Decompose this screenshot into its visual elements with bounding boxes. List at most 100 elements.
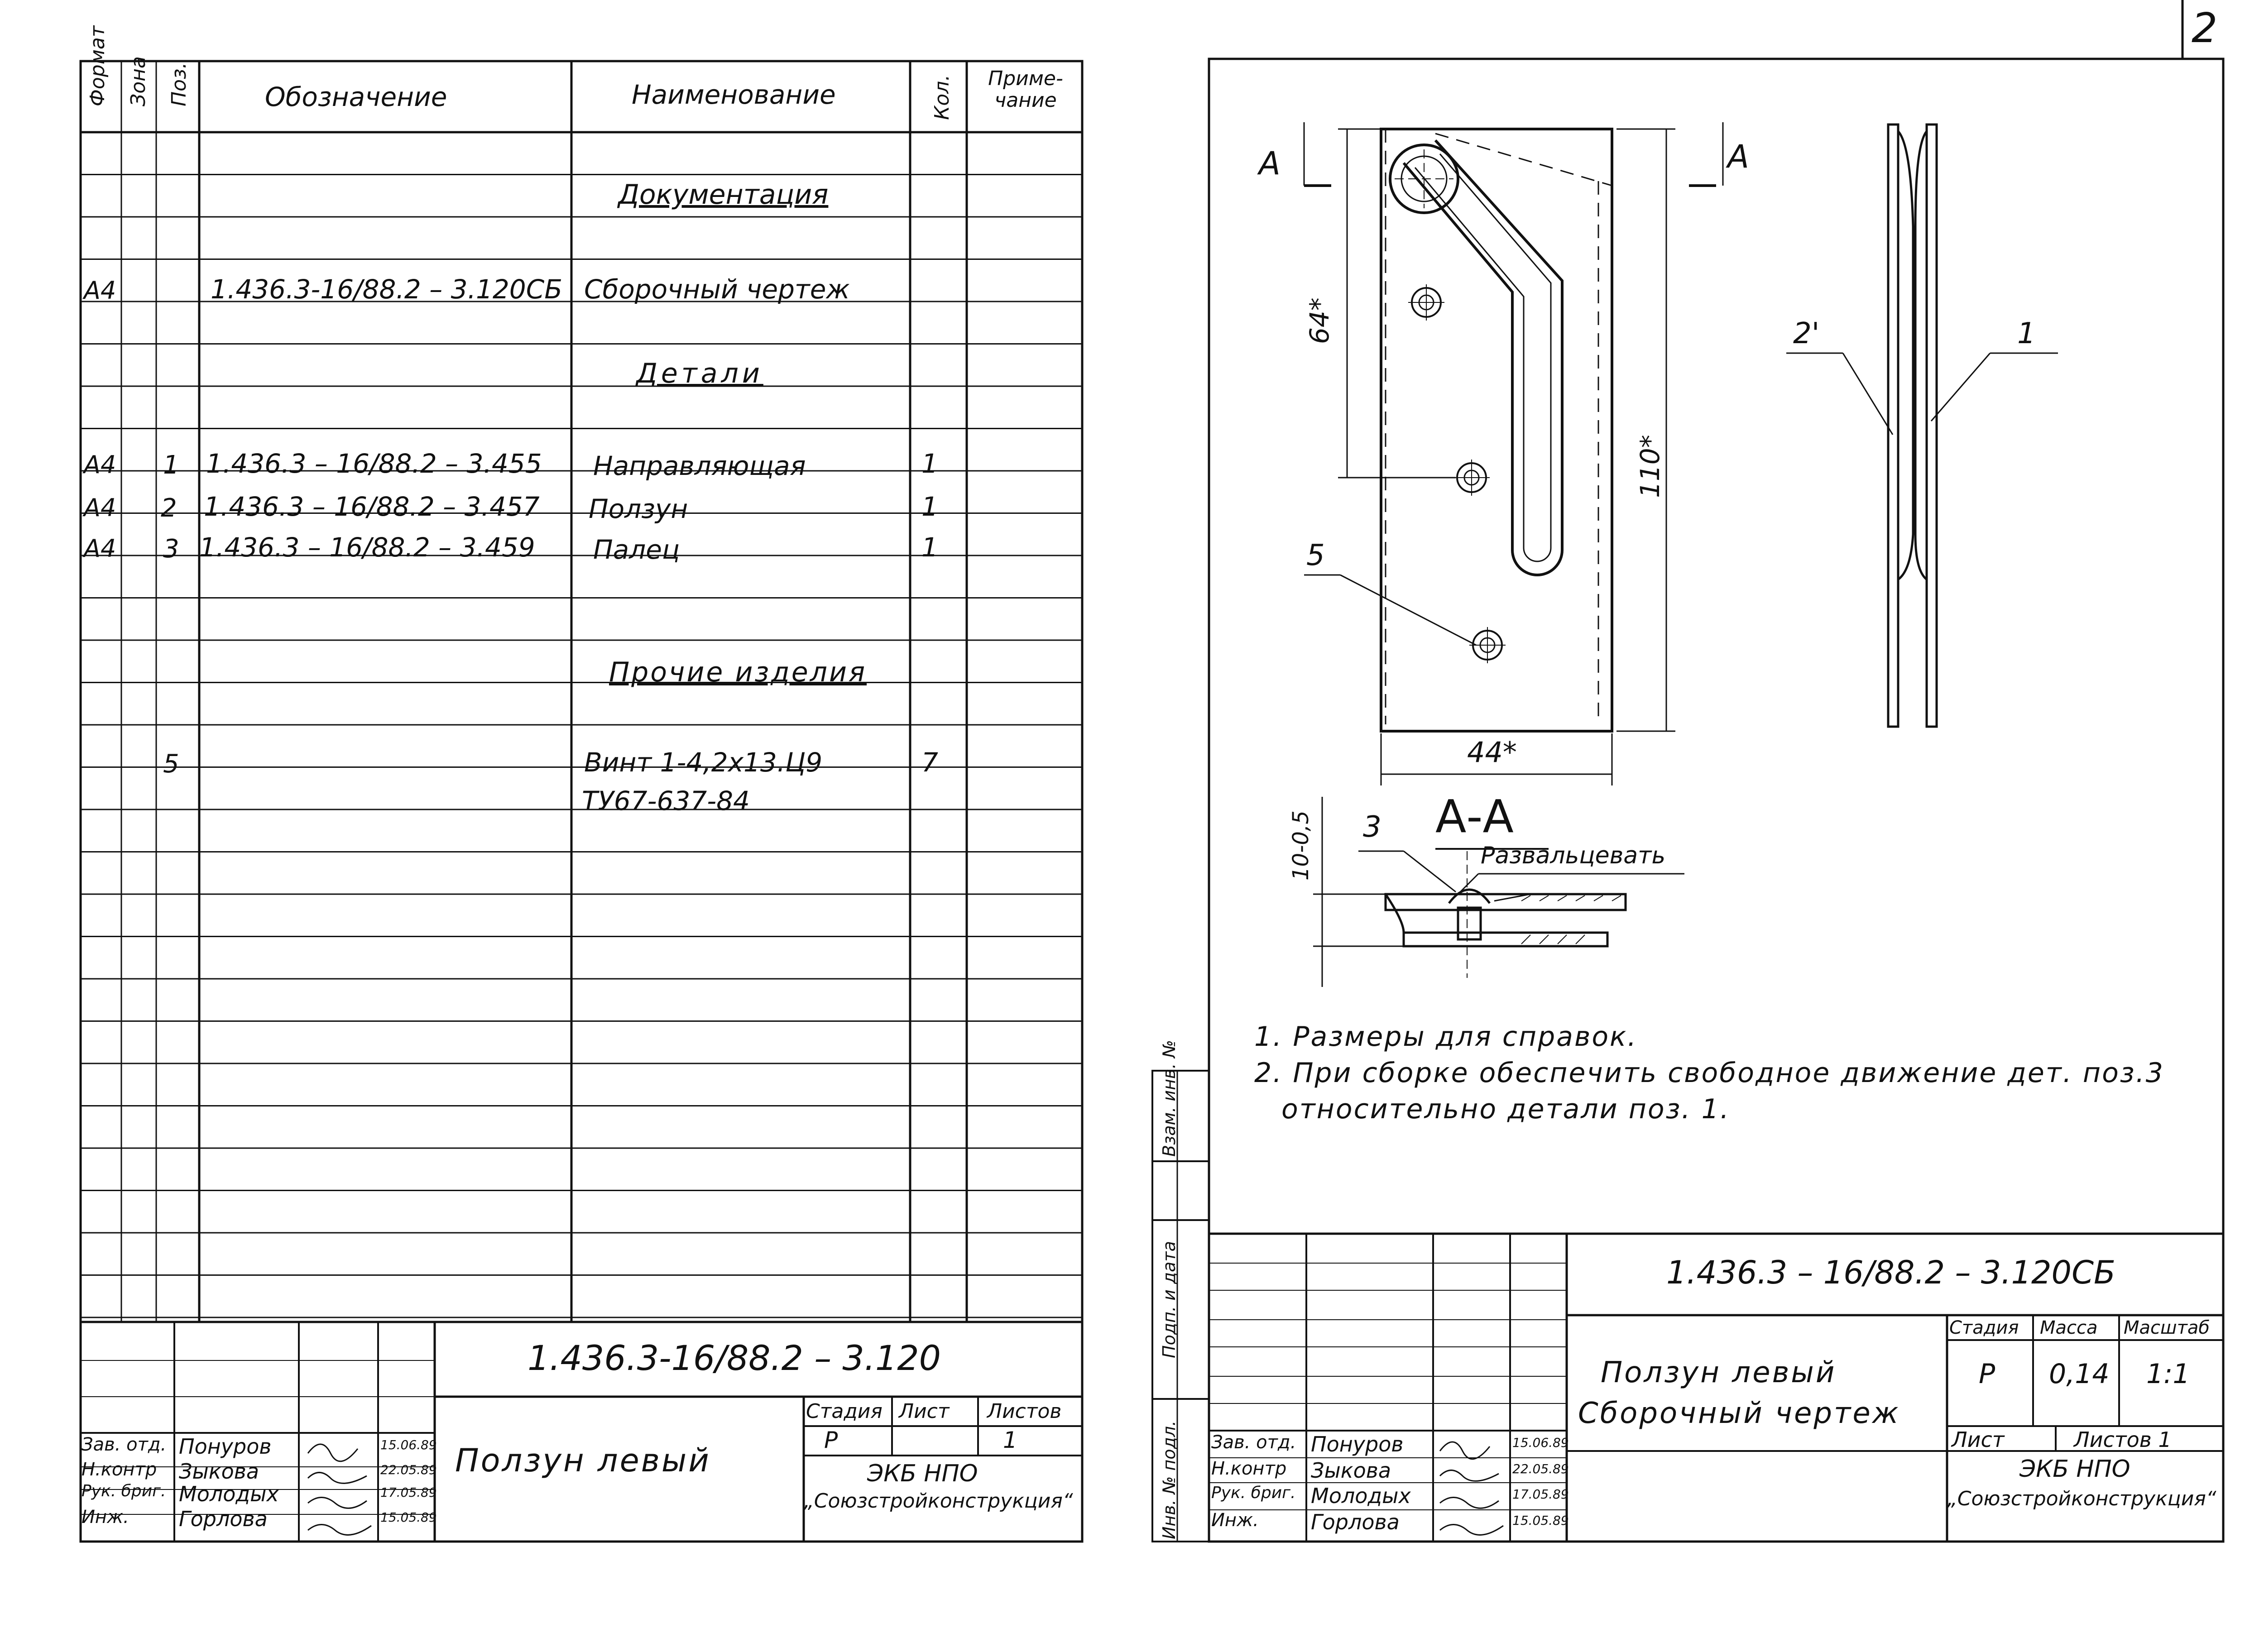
spec-row-0-format: А4 (84, 276, 116, 305)
section-parts: Детали (636, 358, 763, 389)
role-2: Рук. бриг. (82, 1482, 166, 1500)
drawing-org1: ЭКБ НПО (2019, 1456, 2130, 1483)
dim-64: 64* (1304, 297, 1335, 344)
spec-row-2-pos: 2 (161, 493, 177, 523)
spec-org1: ЭКБ НПО (867, 1460, 978, 1487)
spec-header-designation: Обозначение (265, 81, 447, 112)
spec-row-lines (81, 174, 1082, 1318)
spec-sheets: 1 (1003, 1427, 1017, 1453)
spec-row-2-qty: 1 (921, 491, 938, 522)
name-1: Зыкова (179, 1459, 259, 1484)
date-2: 17.05.89 (380, 1485, 437, 1500)
spec-row-2-designation: 1.436.3 – 16/88.2 – 3.457 (204, 491, 540, 522)
section-other: Прочие изделия (609, 656, 867, 688)
d-date-3: 15.05.89 (1512, 1513, 1569, 1528)
d-name-3: Горлова (1311, 1510, 1400, 1534)
spec-row-1-qty: 1 (921, 448, 938, 479)
d-role-3: Инж. (1211, 1510, 1259, 1531)
dimension-lines (1303, 122, 1724, 785)
d-name-2: Молодых (1311, 1484, 1411, 1508)
name-3: Горлова (179, 1507, 268, 1531)
spec-row-1-designation: 1.436.3 – 16/88.2 – 3.455 (206, 448, 542, 479)
spec-sheets-label: Листов (987, 1400, 1062, 1423)
d-date-0: 15.06.89 (1512, 1435, 1569, 1450)
drawing-title-block (1209, 1232, 2223, 1542)
spec-row-1-pos: 1 (163, 450, 179, 480)
dim-10: 10-0,5 (1288, 810, 1314, 881)
drawing-stage: Р (1979, 1358, 1995, 1390)
d-role-2: Рук. бриг. (1211, 1484, 1296, 1502)
spec-row-3-format: А4 (84, 534, 116, 563)
spec-row-2-name: Ползун (589, 493, 688, 524)
drawing-scale: 1:1 (2146, 1358, 2190, 1390)
spec-title-block (81, 1321, 1082, 1542)
spec-header-format: Формат (86, 25, 109, 106)
spec-row-4-pos: 5 (163, 749, 179, 779)
d-name-1: Зыкова (1311, 1458, 1391, 1483)
dim-44: 44* (1467, 736, 1517, 769)
notes: 1. Размеры для справок. 2. При сборке об… (1254, 1021, 2164, 1130)
spec-row-3-designation: 1.436.3 – 16/88.2 – 3.459 (199, 532, 535, 563)
spec-header-qty: Кол. (931, 74, 954, 120)
spec-row-1-format: А4 (84, 450, 116, 479)
role-3: Инж. (82, 1507, 129, 1528)
label-pos-2: 2' (1793, 317, 1820, 350)
name-2: Молодых (179, 1482, 279, 1506)
drawing-roles: Зав. отд. Н.контр Рук. бриг. Инж. (1211, 1432, 1296, 1536)
section-mark-left: А (1259, 145, 1281, 182)
spec-header-name: Наименование (632, 79, 836, 110)
spec-header-zone: Зона (127, 56, 150, 106)
spec-names: Понуров Зыкова Молодых Горлова (179, 1434, 279, 1532)
spec-dates: 15.06.89 22.05.89 17.05.89 15.05.89 (380, 1437, 437, 1535)
main-view (1380, 128, 1613, 733)
note-2: 2. При сборке обеспечить свободное движе… (1254, 1057, 2164, 1089)
side-label-sign: Подп. и дата (1159, 1241, 1179, 1358)
spec-row-2-format: А4 (84, 493, 116, 522)
spec-stage: Р (824, 1427, 838, 1453)
drawing-sheet-label: Лист (1952, 1427, 2005, 1452)
section-view (1313, 797, 1684, 987)
spec-org2: „Союзстройконструкция“ (804, 1489, 1073, 1513)
spec-sheet-label: Лист (899, 1400, 950, 1423)
role-0: Зав. отд. (82, 1434, 167, 1455)
label-pos-1: 1 (2017, 317, 2036, 350)
label-roll: Развальцевать (1481, 842, 1666, 869)
date-0: 15.06.89 (380, 1437, 437, 1452)
spec-row-4-name: Винт 1-4,2х13.Ц9 (584, 747, 823, 778)
drawing-title-1: Ползун левый (1601, 1356, 1837, 1389)
spec-code: 1.436.3-16/88.2 – 3.120 (528, 1338, 941, 1378)
section-documentation: Документация (618, 179, 829, 211)
side-label-inv: Инв. № подл. (1159, 1420, 1179, 1539)
drawing-frame (1151, 0, 2225, 1543)
drawing-sheets-label: Листов 1 (2074, 1427, 2172, 1452)
drawing-code: 1.436.3 – 16/88.2 – 3.120СБ (1666, 1254, 2115, 1291)
label-pos-3: 3 (1363, 810, 1381, 844)
side-view (1786, 123, 2058, 728)
spec-row-3-qty: 1 (921, 532, 938, 563)
d-date-1: 22.05.89 (1512, 1461, 1569, 1476)
role-1: Н.контр (82, 1459, 157, 1480)
date-1: 22.05.89 (380, 1462, 437, 1477)
drawing-names: Понуров Зыкова Молодых Горлова (1311, 1432, 1411, 1536)
spec-row-0-name: Сборочный чертеж (584, 274, 850, 305)
spec-roles: Зав. отд. Н.контр Рук. бриг. Инж. (82, 1434, 166, 1532)
spec-grid (79, 60, 1084, 1543)
note-1: 1. Размеры для справок. (1254, 1021, 1638, 1053)
dim-110: 110* (1635, 435, 1665, 498)
d-date-2: 17.05.89 (1512, 1487, 1569, 1502)
spec-header-pos: Поз. (168, 62, 191, 106)
d-name-0: Понуров (1311, 1432, 1404, 1456)
spec-row-4-qty: 7 (921, 747, 938, 778)
drawing-signatures (1435, 1433, 1508, 1539)
label-pos-5: 5 (1306, 539, 1325, 572)
note-3: относительно детали поз. 1. (1281, 1093, 1730, 1125)
page-number: 2 (2192, 5, 2218, 52)
drawing-mass-label: Масса (2040, 1317, 2098, 1338)
spec-stage-label: Стадия (806, 1400, 883, 1423)
d-role-0: Зав. отд. (1211, 1432, 1296, 1453)
spec-row-5-name: ТУ67-637-84 (582, 785, 750, 816)
spec-row-3-pos: 3 (163, 534, 179, 564)
date-3: 15.05.89 (380, 1510, 437, 1525)
spec-title: Ползун левый (455, 1442, 711, 1479)
